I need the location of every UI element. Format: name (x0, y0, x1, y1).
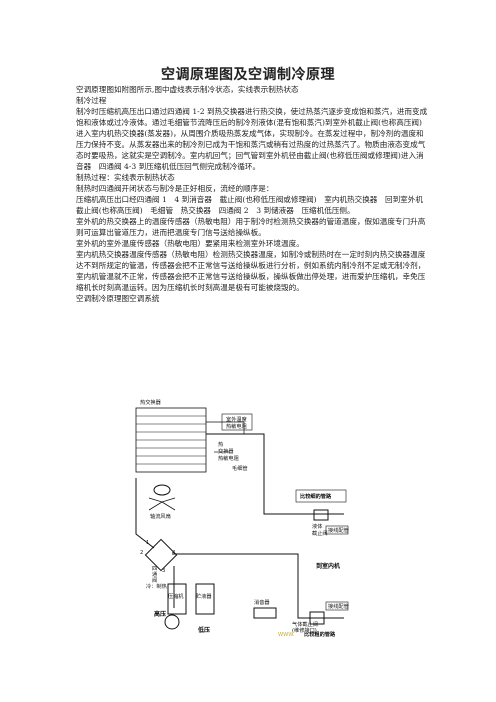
label-outdoor-temp: 室外温度 (226, 415, 247, 423)
document-title: 空调原理图及空调制冷原理 (161, 67, 335, 83)
label-heat-exchanger: 热交换器 (140, 398, 162, 406)
connector-box (325, 601, 349, 611)
ac-system-diagram: 热交换器 室外温度 热敏电阻 热 交换器 热敏电阻 毛细管 比较细的管路 轴流风… (135, 398, 349, 638)
label-hx-sensor: 交换器 (218, 447, 234, 455)
label-four-way: 通 (152, 570, 158, 578)
connector-box (325, 525, 349, 535)
label-muffler: 消音器 (254, 598, 270, 606)
muffler (253, 607, 277, 619)
label-connector: 接线配管 (328, 526, 349, 534)
label-accumulator: 贮液器 (196, 592, 212, 600)
label-thick-pipe: 比较粗的管路 (304, 630, 336, 638)
thin-pipe-label-box (295, 489, 347, 503)
label-capillary: 毛细管 (232, 464, 248, 472)
paragraph: 空调原理图如附图所示,图中虚线表示制冷状态，实线表示制热状态 (76, 85, 299, 94)
paragraph: 室外机的热交换器上的温度传感器（热敏电阻）用于制冷时检测热交换器的管道温度，假如… (76, 217, 426, 237)
compressor (167, 583, 187, 615)
label-four-way: 四 (152, 565, 157, 572)
label-compressor: 压缩机 (168, 592, 184, 600)
label-thin-pipe: 比较细的管路 (300, 492, 332, 500)
label-gas-valve: 气体截止阀 (292, 620, 318, 628)
gas-stop-valve (309, 611, 325, 625)
four-way-valve (144, 538, 178, 572)
body-text: 空调原理图如附图所示,图中虚线表示制冷状态，实线表示制热状态 制冷过程 制冷时压… (76, 84, 428, 304)
label-connector: 接线配管 (328, 602, 349, 610)
paragraph: 压缩机高压出口经四通阀 1 4 到消音器 截止阀(也称低压阀或修理阀) 室内机热… (76, 195, 423, 215)
label-four-way-mode: 冷：制热 (146, 582, 168, 590)
label-to-indoor: 到室内机 (316, 562, 340, 570)
watermark: WWW. (278, 632, 295, 638)
paragraph: 制热过程：实线表示制热状态 (76, 173, 175, 182)
paragraph: 制冷过程 (76, 96, 107, 105)
label-hx-sensor: 热敏电阻 (218, 454, 239, 462)
port-4: 4 (172, 550, 176, 556)
high-pressure-gauge (164, 614, 180, 630)
label-fan: 轴流风扇 (150, 512, 171, 520)
paragraph: 室外机的室外温度传感器（热敏电阻）要紧用来检测室外环境温度。 (76, 239, 304, 248)
label-outdoor-temp-sensor: 热敏电阻 (226, 422, 247, 430)
label-stop-valve: 液体 (312, 522, 323, 530)
label-gas-valve: (维修接口) (292, 626, 317, 634)
label-hx-sensor: 热 (218, 440, 224, 448)
label-high-pressure: 高压 (154, 610, 166, 618)
fan-motor (153, 484, 171, 496)
paragraph: 空调制冷原理图空调系统 (76, 294, 160, 303)
port-2: 2 (140, 550, 143, 556)
label-stop-valve: 截止阀 (312, 529, 328, 537)
port-3: 3 (162, 568, 165, 574)
paragraph: 制热时四通阀开闭状态与制冷是正好相反，流经的顺序是： (76, 184, 274, 193)
paragraph: 制冷时压缩机高压出口通过四通阀 1-2 到热交换器进行热交换，使过热蒸汽逐步变成… (76, 107, 428, 171)
paragraph: 室内机热交换器温度传感器（热敏电阻）检测热交换器温度，如制冷或制热时在一定时刻内… (76, 250, 426, 292)
label-low-pressure: 低压 (197, 626, 210, 634)
accumulator (195, 583, 215, 615)
label-four-way: 阀 (152, 576, 157, 584)
port-1: 1 (146, 540, 149, 546)
outdoor-temp-sensor-box (221, 413, 253, 431)
liquid-stop-valve (313, 509, 329, 521)
